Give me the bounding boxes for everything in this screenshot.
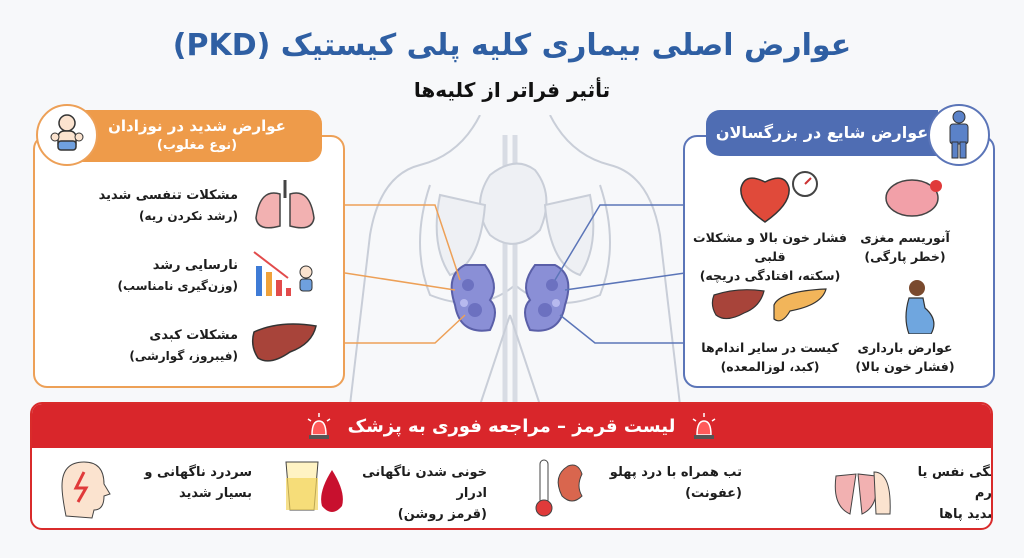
adult-item-cysts: کیست در سایر اندام‌ها (کبد، لوزالمعده) bbox=[680, 338, 860, 376]
item-label: خونی شدن ناگهانی ادرار bbox=[362, 465, 487, 501]
item-detail: بسیار شدید bbox=[179, 486, 252, 501]
item-detail: (خطر پارگی) bbox=[864, 249, 946, 264]
headache-icon bbox=[61, 461, 111, 519]
adult-item-pregnancy: عوارض بارداری (فشار خون بالا) bbox=[835, 338, 975, 376]
page-subtitle: تأثیر فراتر از کلیه‌ها bbox=[413, 78, 611, 102]
item-detail: (وزن‌گیری نامناسب) bbox=[117, 279, 238, 293]
left-kidney-icon bbox=[450, 264, 496, 332]
right-kidney-icon bbox=[524, 264, 570, 332]
item-label: تب همراه با درد پهلو bbox=[609, 465, 742, 480]
alarm-siren-icon bbox=[307, 413, 331, 439]
adult-item-aneurysm: آنوریسم مغزی (خطر پارگی) bbox=[815, 228, 995, 266]
lungs-icon bbox=[255, 180, 315, 229]
item-detail: (فشار خون بالا) bbox=[855, 359, 955, 374]
item-label: آنوریسم مغزی bbox=[860, 230, 950, 245]
brain-icon bbox=[885, 179, 942, 217]
page-title: عوارض اصلی بیماری کلیه پلی کیستیک (PKD) bbox=[172, 28, 852, 63]
newborn-subtitle: (نوع مغلوب) bbox=[156, 138, 238, 153]
newborn-item-liver: مشکلات کبدی (فیبروز، گوارشی) bbox=[18, 326, 238, 366]
item-label: تنگی نفس یا ورم bbox=[917, 465, 992, 501]
heart-gauge-icon bbox=[740, 171, 818, 223]
item-detail: شدید پاها bbox=[939, 507, 991, 522]
alarm-siren-icon bbox=[692, 413, 716, 439]
red-list-title: لیست قرمز – مراجعه فوری به پزشک bbox=[347, 415, 676, 437]
newborn-item-growth: نارسایی رشد (وزن‌گیری نامناسب) bbox=[18, 256, 238, 296]
urine-blood-icon bbox=[285, 461, 343, 512]
item-label: مشکلات تنفسی شدید bbox=[98, 188, 238, 203]
red-item-headache: سردرد ناگهانی و بسیار شدید bbox=[122, 462, 252, 504]
item-label: سردرد ناگهانی و bbox=[144, 465, 252, 480]
item-detail: (سکته، افتادگی دریچه) bbox=[699, 268, 841, 283]
item-label: کیست در سایر اندام‌ها bbox=[701, 340, 839, 355]
liver-pancreas-icon bbox=[711, 288, 827, 322]
body-kidney-diagram bbox=[344, 115, 686, 405]
item-detail: (فیبروز، گوارشی) bbox=[129, 349, 238, 363]
item-detail: (عفونت) bbox=[685, 486, 742, 501]
item-label: فشار خون بالا و مشکلات قلبی bbox=[693, 230, 847, 264]
red-list-header: لیست قرمز – مراجعه فوری به پزشک bbox=[32, 404, 991, 448]
red-item-fever: تب همراه با درد پهلو (عفونت) bbox=[592, 462, 742, 504]
item-label: نارسایی رشد bbox=[152, 258, 238, 273]
newborn-title: عوارض شدید در نوزادان bbox=[108, 117, 286, 135]
thermometer-kidney-icon bbox=[535, 459, 583, 517]
liver-icon bbox=[251, 323, 317, 362]
item-detail: (رشد نکردن ریه) bbox=[138, 209, 238, 223]
person-icon bbox=[928, 104, 990, 166]
item-label: عوارض بارداری bbox=[857, 340, 953, 355]
adult-title: عوارض شایع در بزرگسالان bbox=[706, 110, 938, 156]
adult-item-heart: فشار خون بالا و مشکلات قلبی (سکته، افتادگ… bbox=[680, 228, 860, 285]
item-label: مشکلات کبدی bbox=[149, 328, 238, 343]
red-item-urine: خونی شدن ناگهانی ادرار (قرمز روشن) bbox=[347, 462, 487, 525]
growth-chart-icon bbox=[253, 251, 313, 296]
baby-icon bbox=[36, 104, 98, 166]
item-detail: (قرمز روشن) bbox=[397, 507, 487, 522]
newborn-header: عوارض شدید در نوزادان (نوع مغلوب) bbox=[72, 110, 322, 162]
item-detail: (کبد، لوزالمعده) bbox=[720, 359, 820, 374]
red-list-panel: لیست قرمز – مراجعه فوری به پزشک تنگی نفس… bbox=[30, 402, 993, 530]
red-item-breathing: تنگی نفس یا ورم شدید پاها bbox=[890, 462, 992, 525]
pregnant-woman-icon bbox=[905, 280, 935, 334]
lungs-foot-icon bbox=[834, 471, 891, 515]
newborn-item-respiratory: مشکلات تنفسی شدید (رشد نکردن ریه) bbox=[18, 186, 238, 226]
